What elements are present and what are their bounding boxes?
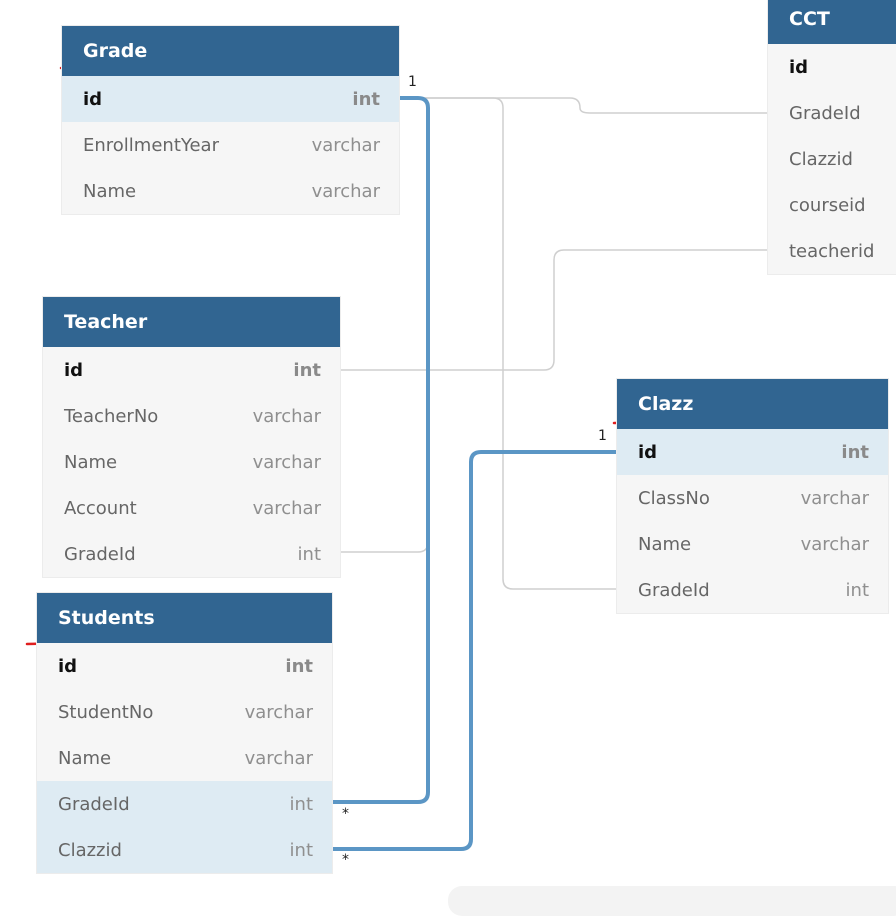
relation-grade-students[interactable] [333,96,430,804]
table-teacher-row-gradeid[interactable]: GradeId int [43,531,340,577]
table-clazz-row-classno[interactable]: ClassNo varchar [617,475,888,521]
horizontal-scrollbar[interactable] [448,886,896,916]
column-type: int [845,579,869,601]
table-teacher-row-id[interactable]: id int [43,347,340,393]
table-clazz-row-gradeid[interactable]: GradeId int [617,567,888,613]
table-grade-header[interactable]: Grade [62,26,399,76]
table-cct-row-gradeid[interactable]: GradeId [768,90,896,136]
table-cct[interactable]: CCT id GradeId Clazzid courseid teacheri… [768,0,896,274]
column-type: varchar [252,451,321,473]
table-teacher-row-account[interactable]: Account varchar [43,485,340,531]
column-name: id [83,88,103,110]
column-type: varchar [244,701,313,723]
table-students-row-name[interactable]: Name varchar [37,735,332,781]
column-name: ClassNo [638,487,710,509]
table-students[interactable]: Students id int StudentNo varchar Name v… [37,593,332,873]
table-clazz[interactable]: Clazz id int ClassNo varchar Name varcha… [617,379,888,613]
column-name: id [64,359,84,381]
relation-grade-cct[interactable] [400,97,770,114]
relation-grade-teacher[interactable] [340,540,429,553]
table-students-row-id[interactable]: id int [37,643,332,689]
column-type: varchar [311,180,380,202]
table-cct-row-teacherid[interactable]: teacherid [768,228,896,274]
column-name: GradeId [638,579,710,601]
column-type: int [293,359,321,381]
cardinality-one-clazz: 1 [598,428,607,444]
table-grade-row-id[interactable]: id int [62,76,399,122]
table-grade[interactable]: Grade id int EnrollmentYear varchar Name… [62,26,399,214]
column-type: varchar [252,497,321,519]
column-name: GradeId [58,793,130,815]
table-cct-row-courseid[interactable]: courseid [768,182,896,228]
column-type: int [289,793,313,815]
cardinality-many-students-clazz: * [342,852,349,868]
column-type: varchar [244,747,313,769]
table-students-row-gradeid[interactable]: GradeId int [37,781,332,827]
column-name: Name [58,747,112,769]
table-clazz-header[interactable]: Clazz [617,379,888,429]
column-name: teacherid [789,240,875,262]
cardinality-one-grade: 1 [408,74,417,90]
relation-grade-clazz[interactable] [400,97,618,590]
column-type: int [285,655,313,677]
column-name: Name [83,180,137,202]
table-clazz-row-id[interactable]: id int [617,429,888,475]
relation-teacher-cct[interactable] [340,249,770,371]
column-name: GradeId [64,543,136,565]
column-type: varchar [252,405,321,427]
table-cct-row-id[interactable]: id [768,44,896,90]
column-name: Name [638,533,692,555]
table-students-header[interactable]: Students [37,593,332,643]
table-students-row-clazzid[interactable]: Clazzid int [37,827,332,873]
table-grade-row-enrollmentyear[interactable]: EnrollmentYear varchar [62,122,399,168]
column-type: int [297,543,321,565]
table-teacher-row-teacherno[interactable]: TeacherNo varchar [43,393,340,439]
column-name: Name [64,451,118,473]
table-students-row-studentno[interactable]: StudentNo varchar [37,689,332,735]
table-clazz-row-name[interactable]: Name varchar [617,521,888,567]
column-name: id [789,56,809,78]
column-name: Account [64,497,137,519]
column-name: EnrollmentYear [83,134,219,156]
table-cct-row-clazzid[interactable]: Clazzid [768,136,896,182]
column-name: id [58,655,78,677]
column-type: int [841,441,869,463]
relation-clazz-students[interactable] [333,450,618,851]
column-type: int [352,88,380,110]
column-name: TeacherNo [64,405,159,427]
column-type: int [289,839,313,861]
table-grade-row-name[interactable]: Name varchar [62,168,399,214]
cardinality-many-students-grade: * [342,806,349,822]
column-name: courseid [789,194,866,216]
table-teacher[interactable]: Teacher id int TeacherNo varchar Name va… [43,297,340,577]
table-cct-header[interactable]: CCT [768,0,896,44]
column-name: StudentNo [58,701,154,723]
column-type: varchar [311,134,380,156]
column-type: varchar [800,533,869,555]
table-teacher-row-name[interactable]: Name varchar [43,439,340,485]
column-type: varchar [800,487,869,509]
table-teacher-header[interactable]: Teacher [43,297,340,347]
column-name: Clazzid [789,148,853,170]
column-name: Clazzid [58,839,122,861]
column-name: GradeId [789,102,861,124]
column-name: id [638,441,658,463]
